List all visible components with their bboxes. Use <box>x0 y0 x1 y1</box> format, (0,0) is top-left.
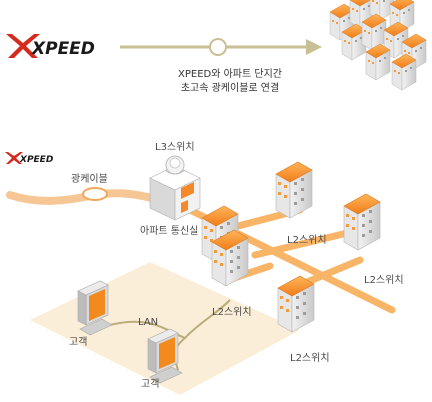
header-caption: XPEED와 아파트 단지간 초고속 광케이블로 연결 <box>140 68 320 96</box>
customer-label-2: 고객 <box>141 379 160 390</box>
connection-arrow <box>120 38 322 56</box>
apartment-building-5 <box>277 275 315 333</box>
xpeed-logo-large: XPEED <box>6 34 95 59</box>
apartment-complex-illustration <box>329 0 427 91</box>
l2-switch-label-3: L2스위치 <box>212 307 252 318</box>
apartment-building-2 <box>343 193 381 251</box>
xpeed-logo-small-text: XPEED <box>19 155 54 165</box>
l2-switch-label-4: L2스위치 <box>290 353 330 364</box>
xpeed-logo-small: XPEED <box>5 152 54 165</box>
xpeed-logo-text: XPEED <box>31 39 95 59</box>
l3-switch-label: L3스위치 <box>155 142 195 153</box>
fiber-cable <box>6 187 164 205</box>
l2-switch-label-2: L2스위치 <box>364 275 404 286</box>
caption-line-2: 초고속 광케이블로 연결 <box>180 83 280 94</box>
fiber-cable-label: 광케이블 <box>71 174 108 185</box>
lan-label: LAN <box>138 317 159 328</box>
comm-room-label: 아파트 통신실 <box>140 226 199 237</box>
l2-switch-label-1: L2스위치 <box>287 235 327 246</box>
apartment-building-1 <box>275 161 313 219</box>
comm-room-building <box>149 165 201 221</box>
caption-line-1: XPEED와 아파트 단지간 <box>178 69 282 80</box>
l3-switch-icon <box>164 155 186 175</box>
customer-label-1: 고객 <box>69 337 88 348</box>
